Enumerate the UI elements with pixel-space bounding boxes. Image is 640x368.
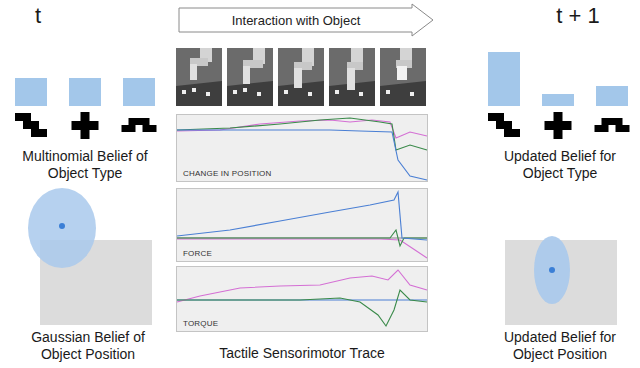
plot-panel: TORQUE xyxy=(176,266,428,332)
robot-frame xyxy=(278,48,324,106)
plot-ground xyxy=(176,188,428,262)
plot-title: TORQUE xyxy=(181,319,220,329)
robot-frames xyxy=(176,48,426,106)
robot-frame xyxy=(227,48,273,106)
traces xyxy=(177,118,427,326)
trace-line xyxy=(177,230,427,246)
step-icon xyxy=(488,113,520,137)
bar xyxy=(69,78,101,106)
mean-dot xyxy=(59,223,65,229)
bar xyxy=(15,78,47,106)
caption-label: Updated Belief for Object Position xyxy=(485,329,635,363)
time-step-label: t xyxy=(13,3,63,29)
mean-dot xyxy=(549,267,555,273)
caption-label: Tactile Sensorimotor Trace xyxy=(182,345,422,362)
trace-line xyxy=(177,270,427,302)
label-slot: Tactile Sensorimotor Trace xyxy=(182,345,422,362)
plot-title: FORCE xyxy=(181,249,214,259)
plot-ground xyxy=(176,266,428,332)
gaussian-ellipse xyxy=(534,236,570,304)
label-slot: Updated Belief for Object Type xyxy=(485,148,635,182)
time-step-label: t + 1 xyxy=(533,3,623,29)
label-slot: t + 1 xyxy=(533,3,623,29)
bar xyxy=(123,78,155,106)
label-slot: Multinomial Belief of Object Type xyxy=(10,148,160,182)
arrow-label: Interaction with Object xyxy=(232,13,361,28)
updated-belief-bars xyxy=(488,52,628,106)
shape-icons xyxy=(15,112,157,139)
caption-label: Updated Belief for Object Type xyxy=(485,148,635,182)
robot-frame xyxy=(176,48,222,106)
plot-title: CHANGE IN POSITION xyxy=(181,169,274,179)
gaussian-ellipse xyxy=(28,188,96,268)
trace-line xyxy=(177,130,427,180)
label-slot: t xyxy=(13,3,63,29)
plus-icon xyxy=(545,112,572,139)
robot-frame xyxy=(380,48,426,106)
arrow-shape xyxy=(179,4,433,36)
belief-bars xyxy=(15,78,155,106)
plot-ground xyxy=(176,114,428,182)
bar xyxy=(542,94,574,106)
bridge-icon xyxy=(595,118,630,132)
plus-icon xyxy=(72,112,99,139)
block-arrow: Interaction with Object xyxy=(178,3,434,37)
plot-panel: FORCE xyxy=(176,188,428,262)
bar xyxy=(488,52,520,106)
label-slot: Updated Belief for Object Position xyxy=(485,329,635,363)
plot-panel: CHANGE IN POSITION xyxy=(176,114,428,182)
caption-label: Gaussian Belief of Object Position xyxy=(13,329,163,363)
step-icon xyxy=(15,113,47,137)
shape-icons xyxy=(488,112,630,139)
robot-frame xyxy=(329,48,375,106)
trace-line xyxy=(177,239,427,258)
bridge-icon xyxy=(122,118,157,132)
caption-label: Multinomial Belief of Object Type xyxy=(10,148,160,182)
trace-line xyxy=(177,192,427,240)
bar xyxy=(596,86,628,106)
trace-line xyxy=(177,118,427,150)
label-slot: Gaussian Belief of Object Position xyxy=(13,329,163,363)
